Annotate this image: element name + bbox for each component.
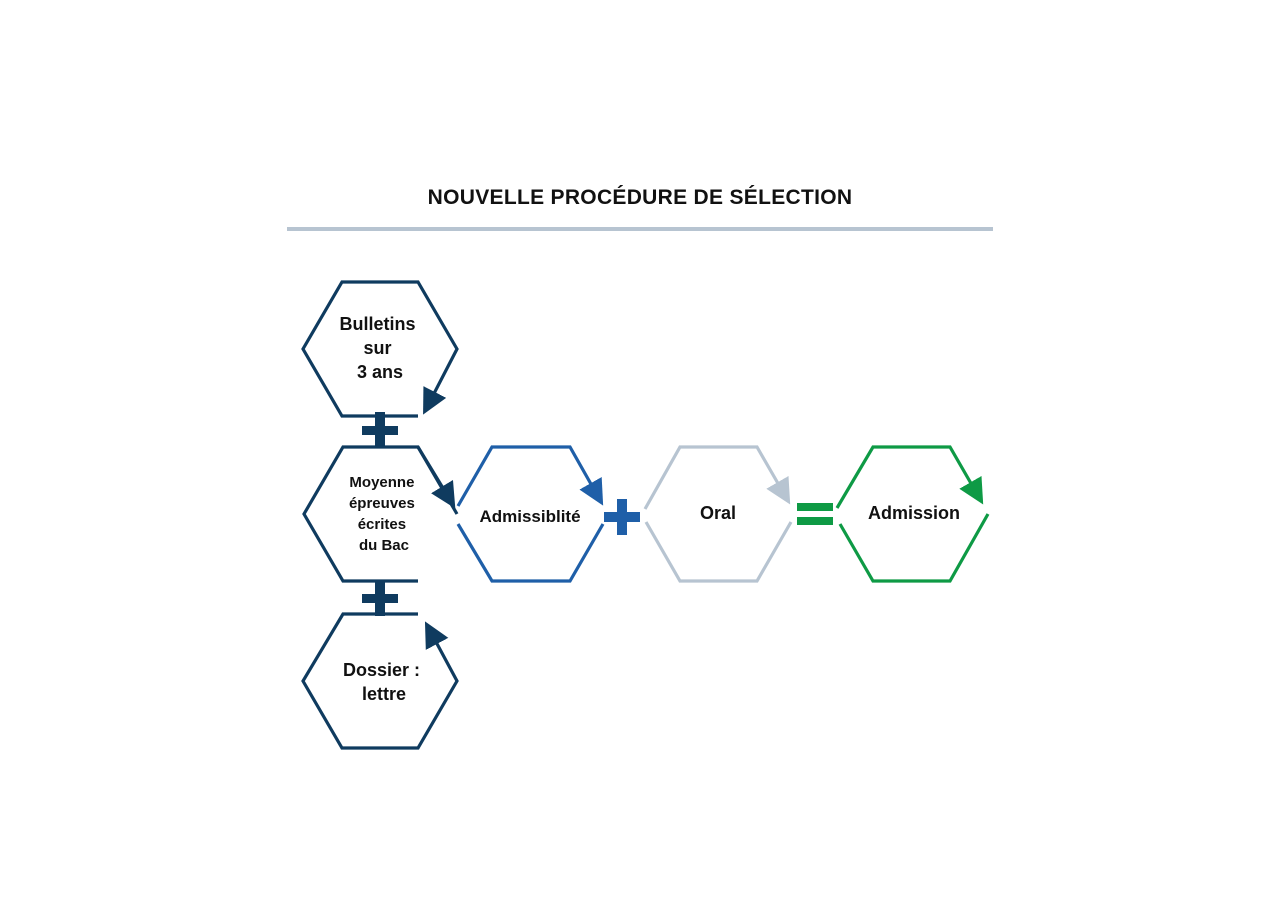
plus-sign-blue	[604, 499, 640, 535]
title-divider	[287, 227, 993, 231]
dossier-line-1: Dossier :	[343, 660, 420, 680]
oral-label: Oral	[700, 503, 736, 523]
page-title: NOUVELLE PROCÉDURE DE SÉLECTION	[427, 186, 853, 209]
equals-sign	[797, 503, 833, 525]
moyenne-label: Moyenne épreuves écrites du Bac	[349, 474, 419, 554]
admissibilite-label: Admissiblité	[479, 507, 580, 526]
dossier-label: Dossier : lettre	[343, 660, 425, 704]
bulletins-label: Bulletins sur 3 ans	[339, 314, 420, 382]
hex-admissibilite: Admissiblité	[456, 445, 603, 583]
dossier-line-2: lettre	[362, 684, 406, 704]
hex-dossier: Dossier : lettre	[301, 612, 459, 750]
moyenne-line-1: Moyenne	[349, 474, 414, 491]
moyenne-line-2: épreuves	[349, 495, 415, 512]
moyenne-line-4: du Bac	[359, 537, 409, 554]
moyenne-line-3: écrites	[358, 516, 406, 533]
hex-oral: Oral	[643, 445, 791, 583]
hex-moyenne: Moyenne épreuves écrites du Bac	[302, 445, 459, 583]
plus-sign-top	[362, 412, 398, 448]
hex-admission: Admission	[835, 445, 988, 583]
admission-label: Admission	[868, 503, 960, 523]
bulletins-line-2: sur	[363, 338, 391, 358]
bulletins-line-3: 3 ans	[357, 362, 403, 382]
plus-sign-bottom	[362, 580, 398, 616]
bulletins-line-1: Bulletins	[339, 314, 415, 334]
hex-bulletins: Bulletins sur 3 ans	[301, 280, 459, 418]
